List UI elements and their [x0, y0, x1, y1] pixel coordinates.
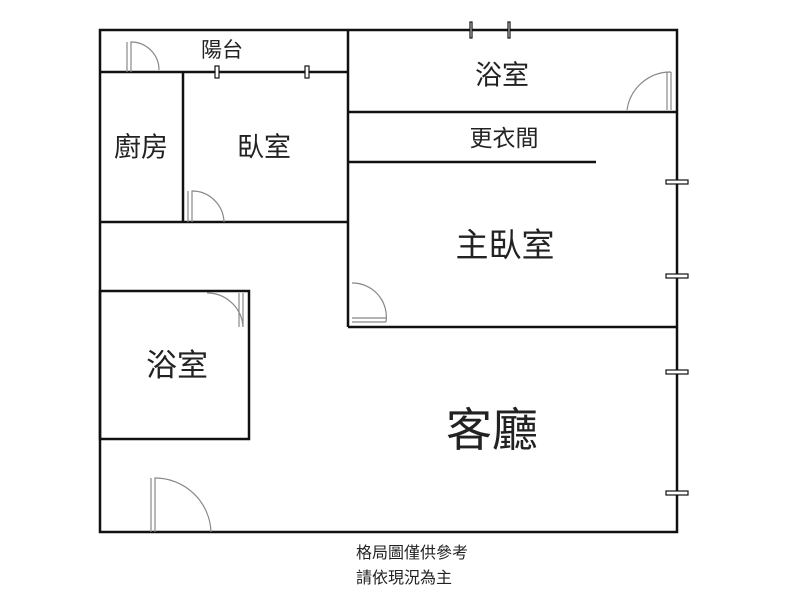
door-balcony-icon [126, 41, 160, 72]
walls [98, 28, 679, 534]
bathroom-left-wall [98, 289, 251, 441]
room-label-walk-in-closet: 更衣間 [470, 126, 539, 152]
door-master-icon [351, 282, 387, 323]
room-label-balcony: 陽台 [201, 38, 243, 62]
door-bathroom-top-icon [626, 71, 672, 111]
doors [126, 41, 672, 533]
room-label-master-bedroom: 主臥室 [456, 226, 555, 265]
door-bedroom-icon [187, 190, 225, 223]
disclaimer-line-1: 格局圖僅供參考 [356, 543, 468, 562]
windows [214, 21, 689, 496]
disclaimer-line-2: 請依現況為主 [356, 568, 452, 587]
room-label-bedroom: 臥室 [237, 133, 291, 164]
door-entrance-icon [150, 477, 212, 533]
room-label-bathroom-left: 浴室 [146, 348, 208, 384]
room-label-bathroom-top: 浴室 [475, 61, 529, 92]
room-label-living-room: 客廳 [446, 403, 538, 457]
room-label-kitchen: 廚房 [114, 133, 168, 164]
outer-wall [98, 28, 679, 534]
door-bathroom-left-icon [206, 292, 244, 328]
